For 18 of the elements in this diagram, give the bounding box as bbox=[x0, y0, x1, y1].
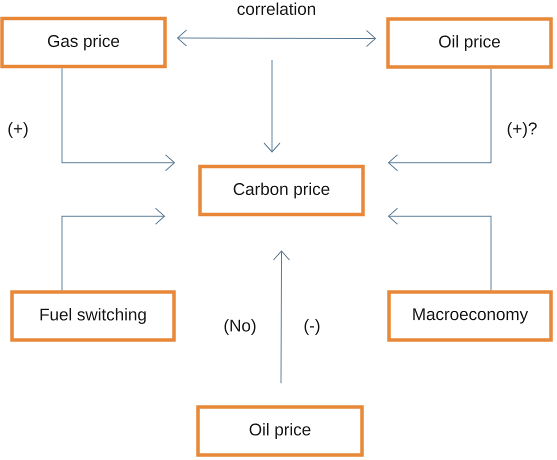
factor-box: Gas price bbox=[0, 16, 167, 68]
arrow bbox=[62, 68, 176, 172]
sign-label: (+)? bbox=[508, 122, 537, 138]
factor-box: Fuel switching bbox=[10, 290, 176, 342]
arrow bbox=[176, 30, 376, 47]
edge-label: correlation bbox=[236, 2, 318, 16]
factor-box: Oil price bbox=[386, 17, 553, 69]
factor-box: Carbon price bbox=[198, 164, 365, 216]
arrow bbox=[388, 208, 492, 291]
arrow bbox=[264, 60, 280, 153]
factor-box: Oil price bbox=[196, 405, 364, 457]
arrow bbox=[272, 250, 290, 384]
arrow bbox=[388, 68, 492, 172]
sign-label: (-) bbox=[304, 319, 320, 335]
sign-label: (No) bbox=[224, 319, 256, 335]
arrow bbox=[62, 208, 166, 291]
factor-box: Macroeconomy bbox=[387, 290, 553, 342]
sign-label: (+) bbox=[8, 122, 28, 138]
